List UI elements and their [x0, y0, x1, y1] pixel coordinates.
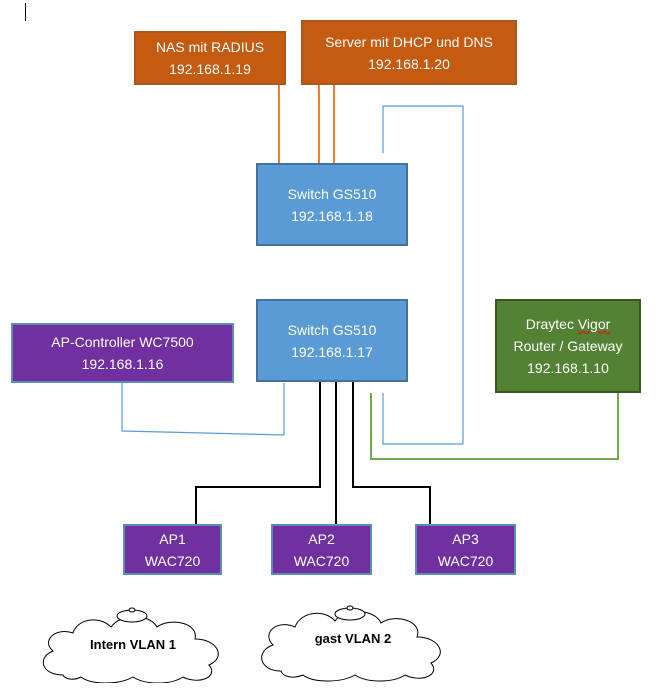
cloud-icon — [42, 607, 219, 683]
router-box: Draytec Vigor Router / Gateway 192.168.1… — [495, 299, 641, 393]
cloud-intern: Intern VLAN 1 — [33, 605, 233, 683]
router-line1: Draytec Vigor — [526, 313, 611, 335]
switch-main-name: Switch GS510 — [287, 321, 377, 338]
router-ip: 192.168.1.10 — [527, 360, 609, 376]
ap1-box: AP1 WAC720 — [123, 524, 222, 575]
link-controller-switch — [121, 383, 285, 436]
ap-controller-ip: 192.168.1.16 — [81, 356, 164, 372]
server-box: Server mit DHCP und DNS 192.168.1.20 — [301, 20, 517, 85]
switch-top-box: Switch GS510 192.168.1.18 — [256, 163, 408, 246]
link-switch-ap3 — [352, 382, 431, 524]
ap-controller-box: AP-Controller WC7500 192.168.1.16 — [11, 323, 234, 383]
link-router-switch — [370, 393, 619, 460]
router-model: Vigor — [577, 316, 611, 332]
switch-main-box: Switch GS510 192.168.1.17 — [256, 299, 408, 382]
ap3-box: AP3 WAC720 — [415, 524, 516, 575]
server-name: Server mit DHCP und DNS — [325, 33, 493, 50]
nas-name: NAS mit RADIUS — [155, 39, 265, 55]
cloud-icon — [261, 605, 441, 682]
switch-top-ip: 192.168.1.18 — [291, 207, 373, 224]
ap1-model: WAC720 — [144, 552, 201, 569]
ap3-name: AP3 — [452, 530, 479, 547]
server-ip: 192.168.1.20 — [368, 55, 450, 72]
text-cursor — [25, 3, 26, 21]
ap1-name: AP1 — [159, 530, 186, 547]
cloud-gast: gast VLAN 2 — [253, 605, 453, 683]
ap3-model: WAC720 — [437, 552, 494, 569]
cloud-gast-label: gast VLAN 2 — [314, 631, 392, 646]
router-brand: Draytec — [525, 316, 574, 332]
nas-box: NAS mit RADIUS 192.168.1.19 — [134, 31, 286, 85]
ap2-name: AP2 — [308, 530, 335, 547]
switch-top-name: Switch GS510 — [287, 185, 377, 202]
switch-main-ip: 192.168.1.17 — [291, 343, 373, 360]
ap2-model: WAC720 — [293, 552, 350, 569]
cloud-intern-label: Intern VLAN 1 — [90, 637, 176, 652]
nas-ip: 192.168.1.19 — [169, 61, 251, 77]
router-line2: Router / Gateway — [513, 338, 623, 354]
link-switch-top-to-main — [382, 105, 464, 445]
ap2-box: AP2 WAC720 — [271, 524, 372, 575]
ap-controller-name: AP-Controller WC7500 — [51, 334, 194, 350]
link-switch-ap1 — [195, 382, 321, 524]
